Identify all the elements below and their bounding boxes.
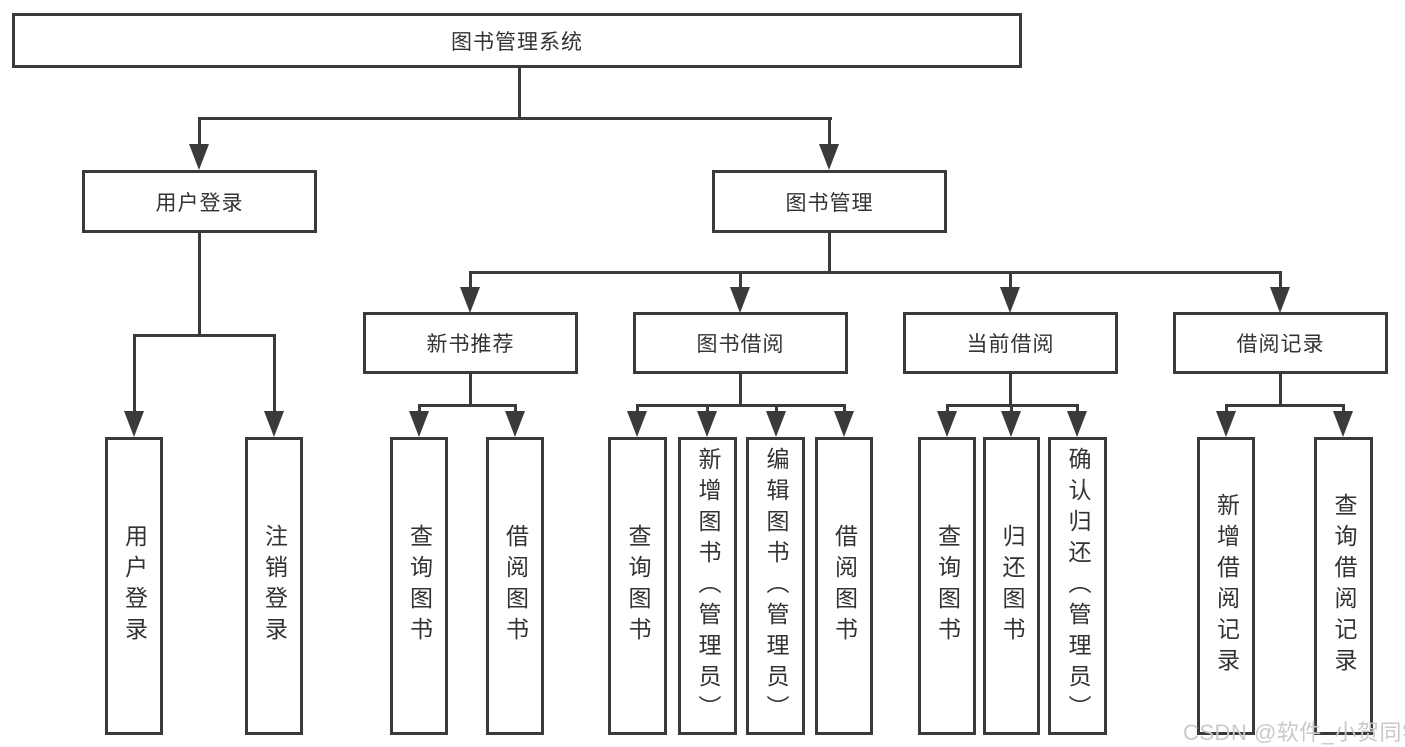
connector-bookmgmt-drop-3 — [1009, 271, 1012, 290]
watermark: CSDN @软件_小贺同学 — [1183, 720, 1405, 745]
leaf-node-add-borrow-record: 新增借阅记录 — [1197, 437, 1255, 735]
node-label: 用户登录 — [155, 191, 244, 215]
node-label: 图书管理 — [785, 191, 874, 215]
node-borrow-records: 借阅记录 — [1173, 312, 1388, 374]
leaf-node-edit-books-admin: 编辑图书（管理员） — [746, 437, 805, 735]
connector-bookmgmt-vline — [828, 232, 831, 273]
node-label: 图书借阅 — [696, 333, 785, 356]
connector-bookborrow-hline — [636, 404, 846, 407]
node-label: 借阅记录 — [1236, 333, 1325, 356]
leaf-label: 编辑图书（管理员） — [763, 446, 789, 726]
connector-borrowrecords-drop-1 — [1225, 404, 1228, 414]
node-user-login: 用户登录 — [82, 170, 317, 233]
arrow-down-icon — [1000, 287, 1020, 313]
connector-borrowrecords-vline — [1279, 374, 1282, 406]
connector-bookborrow-vline — [739, 374, 742, 406]
arrow-down-icon — [1067, 411, 1087, 437]
connector-root-drop-left — [198, 117, 201, 148]
arrow-down-icon — [627, 411, 647, 437]
connector-userlogin-drop-1 — [133, 334, 136, 413]
leaf-node-logout: 注销登录 — [245, 437, 303, 735]
node-book-borrow: 图书借阅 — [633, 312, 848, 374]
arrow-down-icon — [1216, 411, 1236, 437]
arrow-down-icon — [124, 411, 144, 437]
leaf-node-query-borrow-record: 查询借阅记录 — [1314, 437, 1373, 735]
leaf-node-query-books-2: 查询图书 — [608, 437, 667, 735]
connector-root-vline — [518, 68, 521, 119]
arrow-down-icon — [730, 287, 750, 313]
connector-bookmgmt-drop-2 — [739, 271, 742, 290]
connector-userlogin-vline — [198, 232, 201, 336]
arrow-down-icon — [1270, 287, 1290, 313]
connector-bookmgmt-drop-1 — [469, 271, 472, 290]
arrow-down-icon — [1333, 411, 1353, 437]
connector-bookborrow-drop-1 — [636, 404, 639, 414]
connector-bookborrow-drop-3 — [775, 404, 778, 414]
connector-root-hline — [198, 117, 832, 120]
leaf-label: 归还图书 — [999, 524, 1025, 648]
connector-newbooks-drop-2 — [514, 404, 517, 414]
leaf-node-add-books-admin: 新增图书（管理员） — [678, 437, 737, 735]
connector-bookmgmt-hline — [469, 271, 1282, 274]
node-book-management: 图书管理 — [712, 170, 947, 233]
connector-newbooks-drop-1 — [418, 404, 421, 414]
node-current-borrow: 当前借阅 — [903, 312, 1118, 374]
arrow-down-icon — [834, 411, 854, 437]
leaf-label: 注销登录 — [261, 524, 288, 648]
node-new-book-recommend: 新书推荐 — [363, 312, 578, 374]
arrow-down-icon — [409, 411, 429, 437]
leaf-node-confirm-return-admin: 确认归还（管理员） — [1048, 437, 1107, 735]
arrow-down-icon — [264, 411, 284, 437]
node-label: 当前借阅 — [966, 333, 1055, 356]
connector-currentborrow-drop-3 — [1076, 404, 1079, 414]
connector-newbooks-hline — [418, 404, 517, 407]
arrow-down-icon — [766, 411, 786, 437]
connector-bookmgmt-drop-4 — [1279, 271, 1282, 290]
leaf-label: 新增借阅记录 — [1213, 493, 1240, 679]
connector-borrowrecords-drop-2 — [1342, 404, 1345, 414]
connector-root-drop-right — [828, 117, 831, 148]
leaf-label: 查询图书 — [625, 524, 651, 648]
arrow-down-icon — [697, 411, 717, 437]
arrow-down-icon — [505, 411, 525, 437]
node-library-management-system: 图书管理系统 — [12, 13, 1022, 68]
connector-userlogin-drop-2 — [273, 334, 276, 413]
leaf-label: 借阅图书 — [831, 524, 858, 648]
leaf-label: 确认归还（管理员） — [1065, 446, 1091, 726]
leaf-label: 查询借阅记录 — [1331, 493, 1357, 679]
arrow-down-icon — [189, 144, 209, 170]
arrow-down-icon — [937, 411, 957, 437]
leaf-node-return-books: 归还图书 — [983, 437, 1040, 735]
connector-bookborrow-drop-4 — [843, 404, 846, 414]
connector-borrowrecords-hline — [1225, 404, 1344, 407]
leaf-node-borrow-books-1: 借阅图书 — [486, 437, 544, 735]
connector-currentborrow-drop-1 — [946, 404, 949, 414]
leaf-label: 查询图书 — [406, 524, 433, 648]
connector-bookborrow-drop-2 — [706, 404, 709, 414]
node-label: 图书管理系统 — [451, 30, 583, 54]
leaf-node-query-books-3: 查询图书 — [918, 437, 976, 735]
leaf-node-user-login: 用户登录 — [105, 437, 163, 735]
leaf-label: 借阅图书 — [502, 524, 529, 648]
arrow-down-icon — [460, 287, 480, 313]
connector-currentborrow-drop-2 — [1010, 404, 1013, 414]
leaf-node-borrow-books-2: 借阅图书 — [815, 437, 873, 735]
arrow-down-icon — [819, 144, 839, 170]
leaf-node-query-books-1: 查询图书 — [390, 437, 448, 735]
leaf-label: 新增图书（管理员） — [695, 446, 721, 726]
connector-currentborrow-vline — [1009, 374, 1012, 406]
connector-userlogin-hline — [133, 334, 275, 337]
node-label: 新书推荐 — [426, 333, 515, 356]
arrow-down-icon — [1001, 411, 1021, 437]
connector-newbooks-vline — [469, 374, 472, 406]
leaf-label: 查询图书 — [934, 524, 961, 648]
leaf-label: 用户登录 — [121, 524, 148, 648]
